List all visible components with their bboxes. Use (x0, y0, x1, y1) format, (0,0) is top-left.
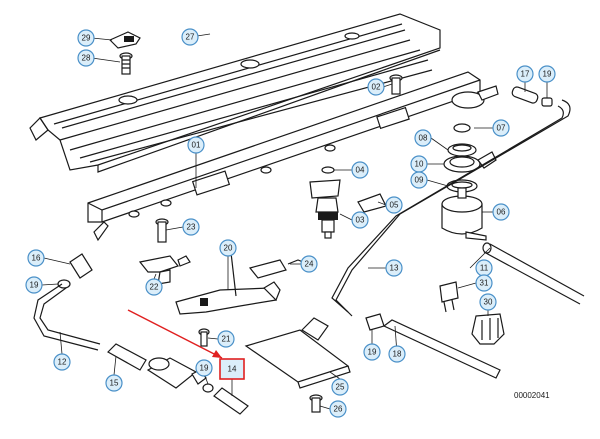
fuel-rail-drawing (87, 71, 499, 242)
leader-lines (41, 33, 548, 410)
callout-01[interactable]: 01 (187, 136, 205, 154)
callout-label: 30 (484, 298, 493, 307)
callout-02[interactable]: 02 (367, 78, 385, 96)
callout-28[interactable]: 28 (77, 49, 95, 67)
callout-label: 31 (480, 279, 489, 288)
callout-10[interactable]: 10 (410, 155, 428, 173)
callout-label: 17 (521, 70, 530, 79)
callout-09[interactable]: 09 (410, 171, 428, 189)
bolt-26-drawing (309, 394, 323, 413)
holder-30-drawing (471, 313, 505, 345)
callout-label: 01 (192, 141, 201, 150)
callout-label: 13 (390, 264, 399, 273)
clip-29-drawing (108, 31, 141, 49)
bolt-23-drawing (155, 218, 169, 243)
line-12-drawing (33, 283, 101, 351)
callout-20[interactable]: 20 (219, 239, 237, 257)
callout-label: 04 (356, 166, 365, 175)
engine-cover-drawing (29, 13, 441, 173)
callout-19-right[interactable]: 19 (363, 343, 381, 361)
hose-14-drawing (213, 387, 249, 415)
callout-label: 14 (228, 365, 237, 374)
callout-label: 19 (200, 364, 209, 373)
callout-12[interactable]: 12 (53, 353, 71, 371)
callout-19-top[interactable]: 19 (538, 65, 556, 83)
callout-label: 03 (356, 216, 365, 225)
plate-25-drawing (244, 317, 351, 389)
callout-label: 19 (543, 70, 552, 79)
callout-label: 20 (224, 244, 233, 253)
callout-label: 29 (82, 34, 91, 43)
line-11-drawing (482, 242, 585, 305)
callout-label: 05 (390, 201, 399, 210)
callout-26[interactable]: 26 (329, 400, 347, 418)
callout-23[interactable]: 23 (182, 218, 200, 236)
callout-label: 11 (480, 264, 489, 273)
callout-03[interactable]: 03 (351, 211, 369, 229)
callout-label: 16 (32, 254, 41, 263)
callout-label: 25 (336, 383, 345, 392)
line-18-drawing (365, 313, 501, 379)
callout-11[interactable]: 11 (475, 259, 493, 277)
line-13-drawing (331, 99, 571, 317)
callout-label: 28 (82, 54, 91, 63)
callout-label: 10 (415, 160, 424, 169)
callout-label: 12 (58, 358, 67, 367)
callout-18[interactable]: 18 (388, 345, 406, 363)
callout-label: 21 (222, 335, 231, 344)
callout-04[interactable]: 04 (351, 161, 369, 179)
hose-15-drawing (107, 343, 147, 371)
injector-drawing (309, 166, 341, 239)
callout-19-bottom[interactable]: 19 (195, 359, 213, 377)
callout-label: 24 (305, 260, 314, 269)
callout-label: 09 (415, 176, 424, 185)
callout-31[interactable]: 31 (475, 274, 493, 292)
callout-label: 27 (186, 33, 195, 42)
callout-27[interactable]: 27 (181, 28, 199, 46)
callout-30[interactable]: 30 (479, 293, 497, 311)
callout-label: 08 (419, 134, 428, 143)
red-pointer-arrow (127, 309, 223, 359)
callout-08[interactable]: 08 (414, 129, 432, 147)
callout-22[interactable]: 22 (145, 278, 163, 296)
callout-label: 15 (110, 379, 119, 388)
document-number: 00002041 (514, 391, 550, 400)
callout-07[interactable]: 07 (492, 119, 510, 137)
callout-label: 07 (497, 124, 506, 133)
callout-label: 26 (334, 405, 343, 414)
callout-label: 22 (150, 283, 159, 292)
callout-17[interactable]: 17 (516, 65, 534, 83)
callout-05[interactable]: 05 (385, 196, 403, 214)
bolt-02-drawing (389, 74, 403, 95)
callout-label: 19 (368, 348, 377, 357)
callout-24[interactable]: 24 (300, 255, 318, 273)
callout-14-highlighted[interactable]: 14 (219, 358, 245, 380)
callout-19-left[interactable]: 19 (25, 276, 43, 294)
callout-label: 02 (372, 83, 381, 92)
fuel-filter-drawing (146, 357, 214, 393)
callout-25[interactable]: 25 (331, 378, 349, 396)
callout-15[interactable]: 15 (105, 374, 123, 392)
callout-label: 23 (187, 223, 196, 232)
callout-29[interactable]: 29 (77, 29, 95, 47)
callout-label: 06 (497, 208, 506, 217)
hose-16-drawing (57, 253, 93, 289)
callout-label: 18 (393, 350, 402, 359)
bolt-21-drawing (198, 328, 210, 347)
callout-21[interactable]: 21 (217, 330, 235, 348)
hose-17-drawing (511, 86, 553, 107)
bolt-28-drawing (119, 52, 133, 75)
clip-31-drawing (439, 281, 459, 313)
callout-label: 19 (30, 281, 39, 290)
regulator-parts-drawing (441, 123, 497, 241)
callout-16[interactable]: 16 (27, 249, 45, 267)
callout-06[interactable]: 06 (492, 203, 510, 221)
callout-13[interactable]: 13 (385, 259, 403, 277)
bracket-22-drawing (138, 255, 191, 285)
